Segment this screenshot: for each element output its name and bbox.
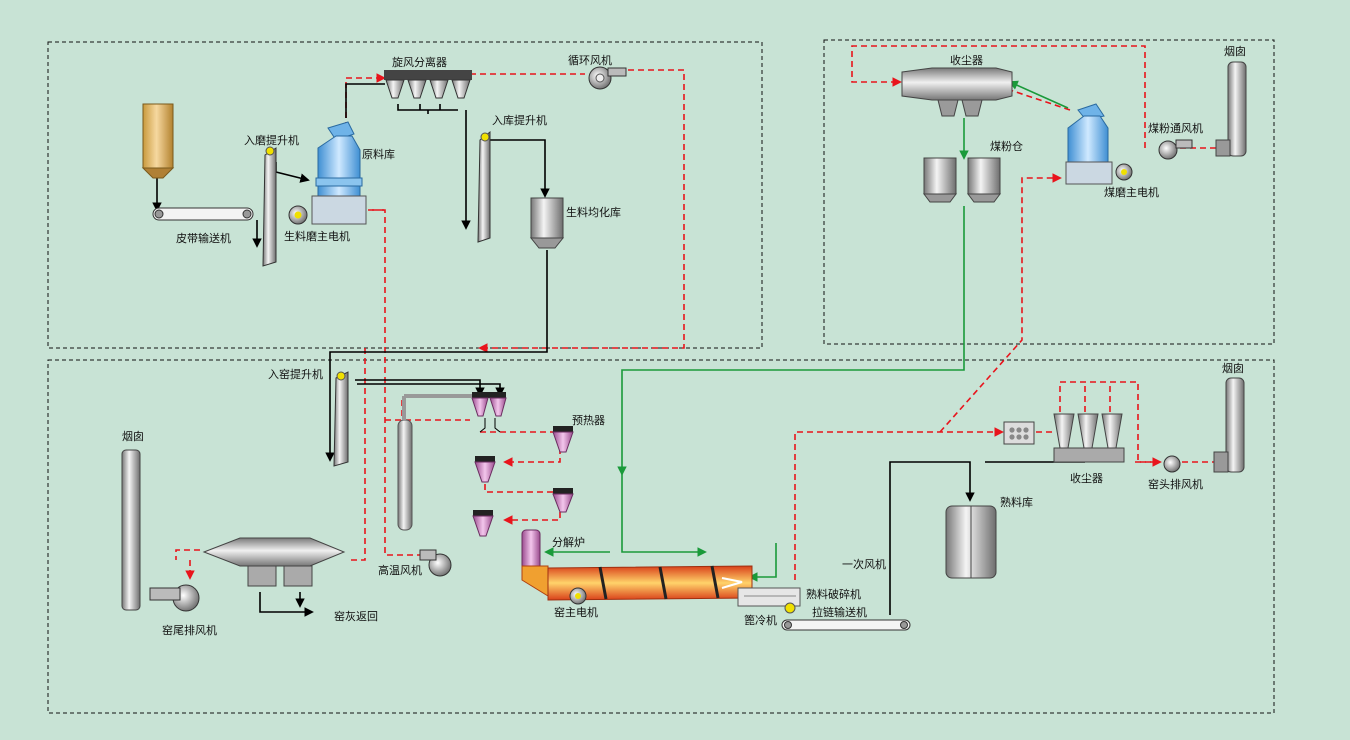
kiln-head-exhaust-fan xyxy=(1164,456,1180,472)
kiln-tail-dust-collector xyxy=(204,538,344,586)
gas-flow-lines xyxy=(176,46,1216,580)
label-raw-meal-homogenizing-silo: 生料均化库 xyxy=(566,205,621,219)
heat-exchanger xyxy=(1004,422,1034,444)
chimney-top-right xyxy=(1216,62,1246,156)
clinker-silo xyxy=(946,506,996,578)
label-calciner: 分解炉 xyxy=(552,535,585,549)
label-dust-collector-top: 收尘器 xyxy=(950,53,983,67)
coal-powder-flow-lines xyxy=(546,82,1068,577)
preheater-cyclones xyxy=(472,392,573,536)
chimney-bottom-right xyxy=(1214,378,1244,472)
label-clinker-silo: 熟料库 xyxy=(1000,495,1033,509)
label-mill-bucket-elevator: 入磨提升机 xyxy=(244,133,299,147)
high-temp-fan xyxy=(420,550,451,576)
label-circulating-fan: 循环风机 xyxy=(568,53,612,67)
raw-material-hopper xyxy=(143,104,173,178)
label-chimney-top: 烟囱 xyxy=(1224,44,1246,58)
coal-dust-collector xyxy=(902,68,1012,116)
coal-powder-bins xyxy=(924,158,1000,202)
raw-mill xyxy=(312,122,366,224)
kiln-section-box xyxy=(48,360,1274,713)
kiln-bucket-elevator xyxy=(334,372,348,466)
label-dust-collector-bottom: 收尘器 xyxy=(1070,471,1103,485)
label-raw-mill-motor: 生料磨主电机 xyxy=(284,229,350,243)
drag-chain-conveyor xyxy=(782,620,910,630)
cyclone-separator xyxy=(384,70,472,98)
label-raw-material-bin: 原料库 xyxy=(362,147,395,161)
label-kiln-ash-return: 窑灰返回 xyxy=(334,609,378,623)
mill-bucket-elevator xyxy=(263,147,276,266)
label-kiln-head-exhaust-fan: 窑头排风机 xyxy=(1148,477,1203,491)
coal-mill-motor xyxy=(1116,164,1132,180)
label-coal-powder-fan: 煤粉通风机 xyxy=(1148,121,1203,135)
clinker-crusher xyxy=(785,603,795,613)
circulating-fan xyxy=(589,67,626,89)
coal-mill xyxy=(1066,104,1112,184)
label-kiln-main-motor: 窑主电机 xyxy=(554,605,598,619)
coal-powder-fan xyxy=(1159,140,1192,159)
label-cyclone-separator: 旋风分离器 xyxy=(392,55,447,69)
label-chimney-left: 烟囱 xyxy=(122,429,144,443)
storage-bucket-elevator xyxy=(478,132,490,242)
raw-mill-section-box xyxy=(48,42,762,348)
label-kiln-tail-exhaust-fan: 窑尾排风机 xyxy=(162,623,217,637)
riser-duct xyxy=(398,396,472,530)
label-storage-bucket-elevator: 入库提升机 xyxy=(492,113,547,127)
label-primary-air-fan: 一次风机 xyxy=(842,557,886,571)
label-kiln-bucket-elevator: 入窑提升机 xyxy=(268,367,323,381)
kiln-main-motor xyxy=(570,588,586,604)
label-grate-cooler: 篦冷机 xyxy=(744,613,777,627)
rotary-kiln xyxy=(522,566,752,600)
chimney-left xyxy=(122,450,140,610)
coal-mill-section-box xyxy=(824,40,1274,344)
label-belt-conveyor: 皮带输送机 xyxy=(176,231,231,245)
label-drag-chain-conveyor: 拉链输送机 xyxy=(812,605,867,619)
calciner xyxy=(522,530,540,570)
label-preheater: 预热器 xyxy=(572,414,605,427)
raw-meal-homogenizing-silo xyxy=(531,198,563,248)
label-clinker-crusher: 熟料破碎机 xyxy=(806,587,861,601)
label-coal-powder-bin: 煤粉仓 xyxy=(990,139,1023,153)
label-coal-mill-motor: 煤磨主电机 xyxy=(1104,185,1159,199)
kiln-tail-exhaust-fan xyxy=(150,585,199,611)
kiln-head-dust-collector xyxy=(1054,414,1124,462)
label-high-temp-fan: 高温风机 xyxy=(378,563,422,577)
label-chimney-right: 烟囱 xyxy=(1222,361,1244,375)
raw-mill-motor xyxy=(289,206,307,224)
belt-conveyor xyxy=(153,208,253,220)
